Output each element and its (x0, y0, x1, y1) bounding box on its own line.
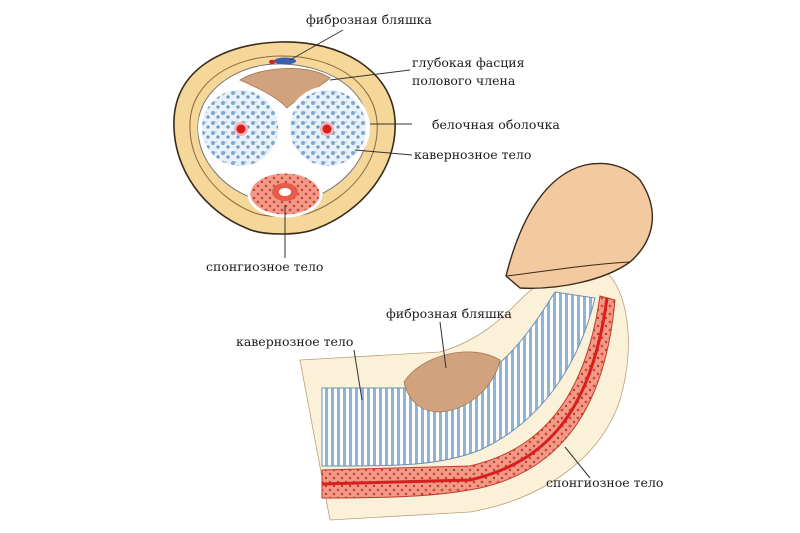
label-fibrous-plaque-side: фиброзная бляшка (386, 306, 512, 321)
cavernous-body-side (321, 291, 596, 467)
urethra-lumen (279, 188, 291, 196)
leader-deep-fascia (329, 69, 411, 81)
leader-cavernous-side (353, 349, 363, 401)
cross-section-labels: фиброзная бляшка глубокая фасция половог… (206, 12, 560, 274)
label-cavernous-body-side: кавернозное тело (236, 334, 353, 349)
cross-section-group (173, 41, 396, 235)
label-deep-fascia-2: полового члена (412, 73, 516, 88)
side-view-group (299, 162, 654, 521)
leader-spongy-side (564, 446, 591, 479)
dorsal-vessel-red (269, 59, 275, 65)
label-spongy-body-side: спонгиозное тело (546, 475, 663, 490)
glans-rim (505, 261, 631, 277)
fibrous-plaque-side (403, 351, 501, 413)
label-spongy-body-cross: спонгиозное тело (206, 259, 323, 274)
leader-fibrous-plaque-side (439, 321, 447, 369)
artery-left (236, 124, 246, 134)
glans (505, 162, 654, 289)
artery-right (322, 124, 332, 134)
label-tunica-albuginea: белочная оболочка (432, 117, 560, 132)
label-fibrous-plaque-top: фиброзная бляшка (306, 12, 432, 27)
label-cavernous-body-cross: кавернозное тело (414, 147, 531, 162)
urethra-side (321, 297, 609, 486)
leader-fibrous-plaque-top (289, 29, 344, 61)
side-view-labels: фиброзная бляшка кавернозное тело спонги… (236, 306, 663, 490)
leader-cavernous-cross (354, 149, 413, 156)
label-deep-fascia-1: глубокая фасция (412, 55, 525, 70)
